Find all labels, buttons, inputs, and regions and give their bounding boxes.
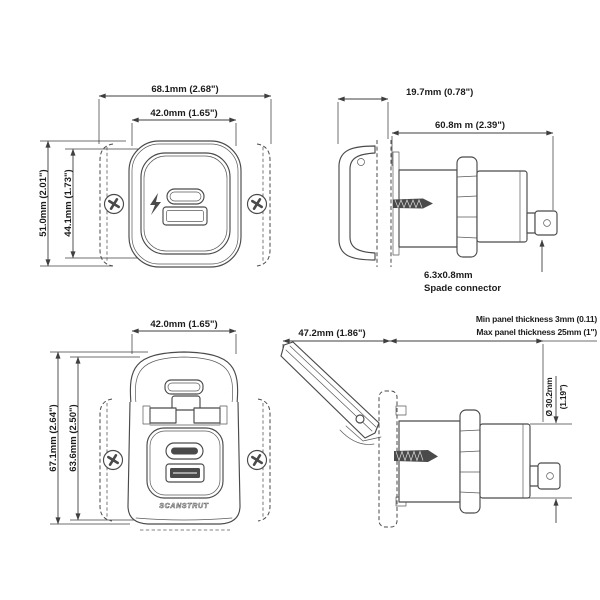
fixing-screw bbox=[394, 450, 438, 462]
dim-cover-height-outer: 67.1mm (2.64") bbox=[48, 351, 148, 525]
view-side-socket: 19.7mm (0.78") 60.8m m (2.39") bbox=[337, 87, 558, 294]
dim-label: 44.1mm (1.73") bbox=[63, 169, 74, 236]
screw-right bbox=[246, 193, 268, 215]
open-cover-flap bbox=[280, 341, 382, 445]
dim-front-width-outer: 68.1mm (2.68") bbox=[98, 84, 272, 144]
dim-label: 51.0mm (2.01") bbox=[38, 169, 49, 236]
spade-terminal bbox=[526, 210, 558, 236]
dim-panel-thickness: Min panel thickness 3mm (0.11) Max panel… bbox=[389, 314, 598, 422]
faceplate-inner-line bbox=[131, 143, 239, 265]
usb-c-port bbox=[165, 442, 204, 460]
dim-rear-diameter: Ø 30.2mm (1.19") bbox=[528, 376, 572, 523]
dim-cover-height-inner: 63.6mm (2.50") bbox=[68, 356, 140, 521]
fixing-screw bbox=[393, 198, 433, 209]
annotation-line2: Spade connector bbox=[424, 283, 501, 294]
usb-c-port-inner bbox=[169, 191, 202, 202]
spade-terminal bbox=[529, 462, 561, 490]
dim-label: 42.0mm (1.65") bbox=[150, 108, 217, 119]
gasket-wing-right bbox=[257, 398, 271, 522]
dim-front-height-outer: 51.0mm (2.01") bbox=[38, 140, 126, 267]
dim-label: 42.0mm (1.65") bbox=[150, 319, 217, 330]
threaded-barrel bbox=[398, 169, 458, 248]
screw-left bbox=[103, 193, 125, 215]
view-front-cover: 42.0mm (1.65") 67.1mm (2.64") 63.6mm (2.… bbox=[48, 319, 271, 531]
dim-front-height-inner: 44.1mm (1.73") bbox=[63, 148, 140, 259]
lock-ring bbox=[459, 409, 481, 514]
dim-label: 47.2mm (1.86") bbox=[298, 328, 365, 339]
body-bottom-line bbox=[135, 517, 233, 521]
rear-body bbox=[479, 423, 531, 499]
panel-dashed bbox=[378, 390, 398, 528]
lock-ring bbox=[456, 156, 478, 258]
socket-recess-inner bbox=[143, 155, 228, 252]
socket-recess-inner bbox=[149, 430, 221, 496]
panel-max-note: Max panel thickness 25mm (1") bbox=[476, 327, 597, 337]
flange-screw-hole bbox=[357, 158, 365, 166]
cover-latch bbox=[164, 379, 204, 395]
usb-c-port bbox=[166, 188, 205, 205]
dim-side-body-length: 60.8m m (2.39") bbox=[391, 120, 554, 210]
dim-label-line1: Ø 30.2mm bbox=[544, 377, 554, 417]
dim-label: 67.1mm (2.64") bbox=[48, 404, 59, 471]
usb-a-port bbox=[162, 206, 208, 226]
usb-a-port-inner bbox=[166, 210, 204, 222]
dim-side-flange-depth: 19.7mm (0.78") bbox=[337, 87, 473, 144]
view-side-open: 47.2mm (1.86") Min panel thickness 3mm (… bbox=[280, 314, 598, 528]
annotation-line1: 6.3x0.8mm bbox=[424, 270, 473, 281]
dim-cover-width: 42.0mm (1.65") bbox=[131, 319, 237, 354]
weather-cover-hood bbox=[129, 351, 239, 408]
socket-recess bbox=[140, 152, 231, 255]
rear-body bbox=[476, 170, 528, 243]
usb-a-port bbox=[165, 463, 205, 483]
gasket-wing-right bbox=[256, 143, 271, 267]
spade-annotation: 6.3x0.8mm Spade connector bbox=[424, 239, 545, 294]
socket-recess bbox=[146, 427, 224, 499]
cover-hinge bbox=[142, 395, 228, 426]
dim-label: 19.7mm (0.78") bbox=[406, 87, 473, 98]
dim-label: 68.1mm (2.68") bbox=[151, 84, 218, 95]
screw-right bbox=[246, 449, 268, 471]
panel-min-note: Min panel thickness 3mm (0.11) bbox=[476, 314, 597, 324]
bezel-flange bbox=[338, 145, 376, 261]
hinge-pin bbox=[355, 414, 365, 424]
dim-label: 60.8m m (2.39") bbox=[435, 120, 505, 131]
dim-front-width-inner: 42.0mm (1.65") bbox=[131, 108, 237, 146]
threaded-barrel bbox=[398, 420, 461, 503]
fast-charge-bolt-icon bbox=[150, 193, 161, 215]
brand-logo: SCANSTRUT bbox=[159, 503, 208, 510]
dim-label-line2: (1.19") bbox=[558, 384, 568, 409]
gasket-wing-left bbox=[99, 398, 113, 522]
gasket-wing-left bbox=[99, 143, 114, 267]
view-front-socket: 68.1mm (2.68") 42.0mm (1.65") 51.0mm (2.… bbox=[38, 84, 272, 268]
dim-label: 63.6mm (2.50") bbox=[68, 404, 79, 471]
screw-left bbox=[102, 449, 124, 471]
mount-tab-top bbox=[395, 405, 407, 416]
